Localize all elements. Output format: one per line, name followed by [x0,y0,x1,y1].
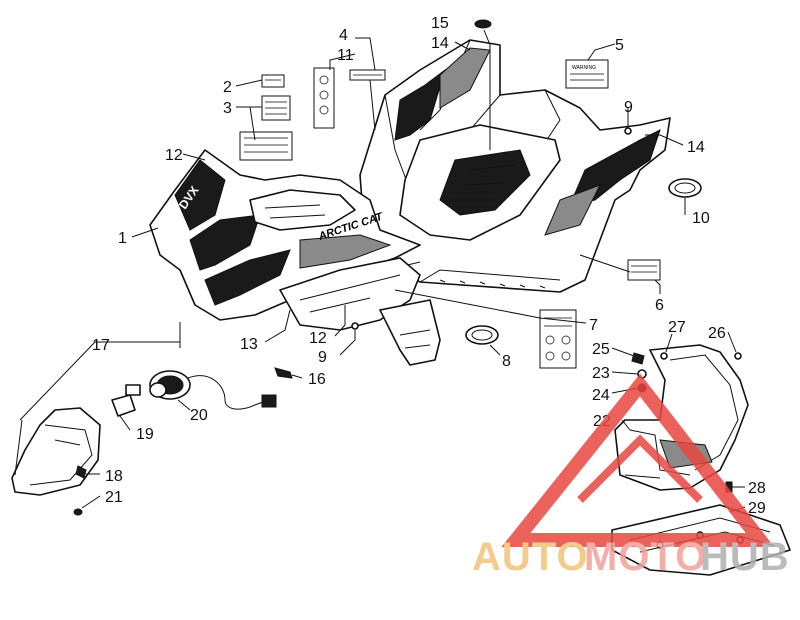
screw-21 [73,508,83,516]
decal-set: WARNING [239,59,661,369]
callout-15: 15 [431,15,449,32]
callout-20: 20 [190,407,208,424]
callout-21: 21 [105,489,123,506]
decal-2 [261,74,285,88]
watermark-text-hub: HUB [700,535,790,579]
callout-17: 17 [92,337,110,354]
callout-14a: 14 [431,35,449,52]
callout-2: 2 [223,79,232,96]
callout-28: 28 [748,480,766,497]
rear-fender-decal-left [394,68,446,141]
callout-9b: 9 [318,349,327,366]
bulb-19 [111,394,136,417]
bolt-25 [631,352,645,365]
callout-12b: 12 [309,330,327,347]
bulb-base [125,384,141,396]
callout-12a: 12 [165,147,183,164]
decal-5-text: WARNING [572,65,596,71]
callout-5: 5 [615,37,624,54]
callout-24: 24 [592,387,610,404]
callout-11: 11 [337,47,354,64]
callout-6: 6 [655,297,664,314]
callout-13: 13 [240,336,258,353]
callout-16: 16 [308,371,326,388]
callout-23: 23 [592,365,610,382]
fastener-9b [351,322,359,330]
watermark-logo [501,373,775,547]
callout-14b: 14 [687,139,705,156]
callout-29: 29 [748,500,766,517]
callout-10: 10 [692,210,710,227]
cap-15 [474,19,492,29]
watermark-text-moto: MOTO [584,535,707,579]
callout-9a: 9 [624,99,633,116]
connector [261,394,277,408]
watermark-logo-inner [577,434,703,503]
clip-18 [75,465,87,479]
headlight-assembly [11,370,277,516]
watermark: AUTO MOTO HUB [472,373,790,579]
callout-labels: 1 2 3 4 5 6 7 8 9 9 10 11 12 12 13 14 14… [92,15,766,517]
callout-19: 19 [136,426,154,443]
decal-6 [627,259,661,281]
callout-3: 3 [223,100,232,117]
callout-25: 25 [592,341,610,358]
callout-26: 26 [708,325,726,342]
footrest-bracket [379,299,441,366]
front-decal-panel [174,159,226,231]
reflector-10 [668,178,702,198]
footwell-22 [614,344,749,491]
callout-27: 27 [668,319,686,336]
decal-3b [239,131,293,161]
callout-18: 18 [105,468,123,485]
callout-4: 4 [339,27,348,44]
watermark-text-auto: AUTO [472,535,589,579]
callout-8: 8 [502,353,511,370]
fastener-26 [734,352,742,360]
body-panel-assembly: ARCTIC CAT DVX [149,39,671,366]
reflector-8 [465,325,499,345]
fastener-9a [624,127,632,135]
fastener-27 [660,352,668,360]
decal-11 [313,67,335,129]
callout-7: 7 [589,317,598,334]
front-storage-well [249,189,356,231]
callout-1: 1 [118,230,127,247]
screw-16 [274,367,293,379]
leader-lines [14,29,746,513]
